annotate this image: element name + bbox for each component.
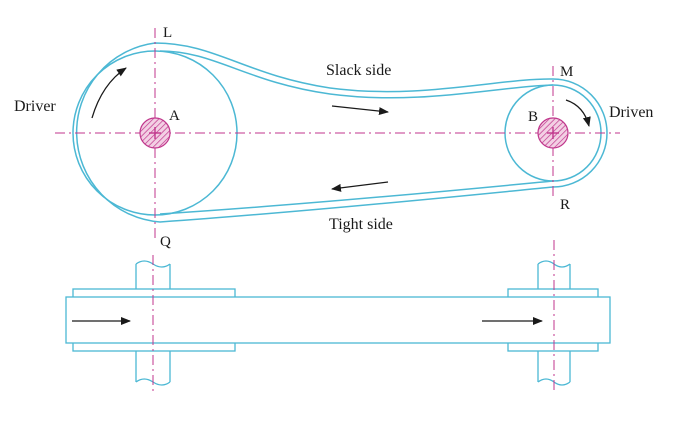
point-m-label: M xyxy=(560,64,573,80)
top-view: Driver Driven Slack side Tight side A B … xyxy=(14,25,653,250)
slack-side-label: Slack side xyxy=(326,62,391,79)
belt-outer xyxy=(75,42,608,223)
driven-label: Driven xyxy=(609,104,653,121)
belt-tight-inner xyxy=(159,180,554,215)
tight-side-label: Tight side xyxy=(329,216,393,233)
belt-slack-inner xyxy=(159,50,554,99)
driven-rotation-arrow xyxy=(565,99,591,127)
point-l-label: L xyxy=(163,25,172,41)
driver-label: Driver xyxy=(14,98,56,115)
point-q-label: Q xyxy=(160,234,171,250)
driver-rotation-arrow xyxy=(91,67,127,119)
belt-side xyxy=(65,296,611,344)
tight-direction-arrow xyxy=(331,181,389,192)
point-a-label: A xyxy=(169,108,180,124)
slack-direction-arrow xyxy=(331,105,389,116)
side-view xyxy=(65,240,611,392)
point-b-label: B xyxy=(528,109,538,125)
point-r-label: R xyxy=(560,197,570,213)
